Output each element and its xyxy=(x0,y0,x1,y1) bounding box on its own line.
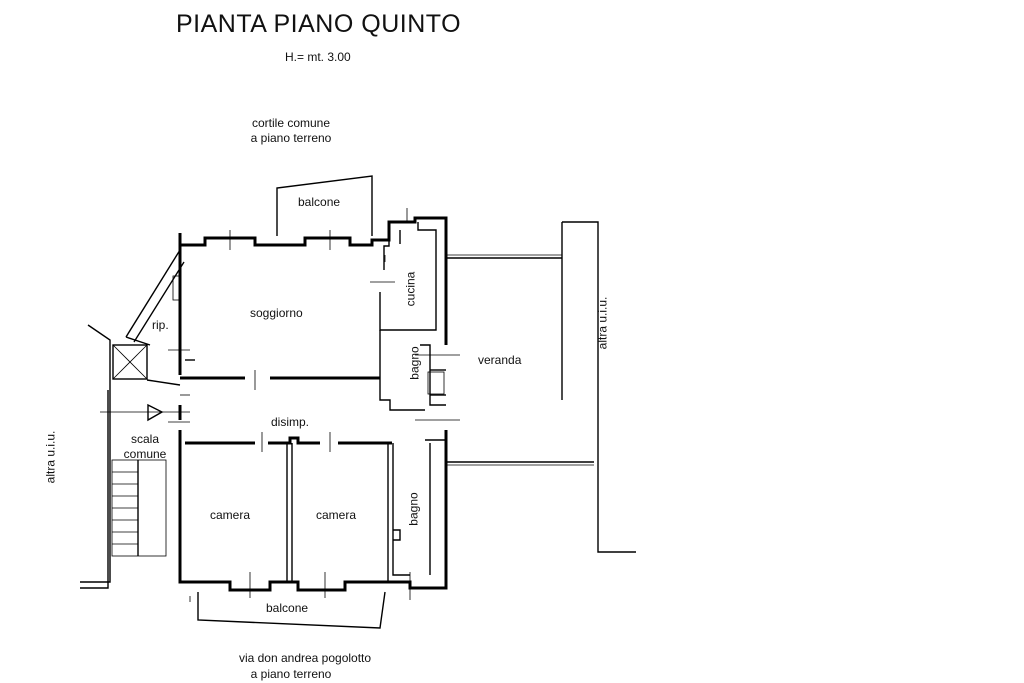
courtyard-label-line2: a piano terreno xyxy=(250,131,332,145)
veranda-outline xyxy=(446,222,594,466)
room-label-cucina: cucina xyxy=(403,271,418,307)
room-label-bagno-1: bagno xyxy=(407,346,422,380)
room-label-camera-1: camera xyxy=(210,508,251,522)
door-ticks xyxy=(168,208,460,602)
right-neighbor-boundary xyxy=(562,221,636,553)
room-label-disimpegno: disimp. xyxy=(271,415,310,429)
stair-area xyxy=(80,324,190,589)
right-neighbor-label: altra u.i.u. xyxy=(595,296,610,350)
room-label-soggiorno: soggiorno xyxy=(250,306,303,320)
room-label-balcone-bottom: balcone xyxy=(266,601,309,615)
room-label-ripostiglio: rip. xyxy=(152,318,169,332)
plan-title: PIANTA PIANO QUINTO xyxy=(176,10,462,38)
street-label-line2: a piano terreno xyxy=(250,667,332,681)
room-label-bagno-2: bagno xyxy=(406,492,421,526)
room-label-camera-2: camera xyxy=(316,508,357,522)
left-neighbor-label: altra u.i.u. xyxy=(43,430,58,484)
balcony-top-outline xyxy=(276,175,373,236)
room-label-veranda: veranda xyxy=(478,353,522,367)
balcony-bottom-outline xyxy=(197,591,386,629)
kitchen-walls xyxy=(379,222,437,331)
bedroom-walls xyxy=(185,436,446,582)
street-label-line1: via don andrea pogolotto xyxy=(238,651,372,665)
living-inner-wall xyxy=(180,359,380,380)
height-note: H.= mt. 3.00 xyxy=(285,50,351,64)
room-label-scala-line1: scala xyxy=(130,432,160,446)
storage-diagonal-wall xyxy=(125,249,185,346)
courtyard-label-line1: cortile comune xyxy=(251,116,331,130)
room-label-balcone-top: balcone xyxy=(298,195,341,209)
room-label-scala-line2: comune xyxy=(123,447,167,461)
